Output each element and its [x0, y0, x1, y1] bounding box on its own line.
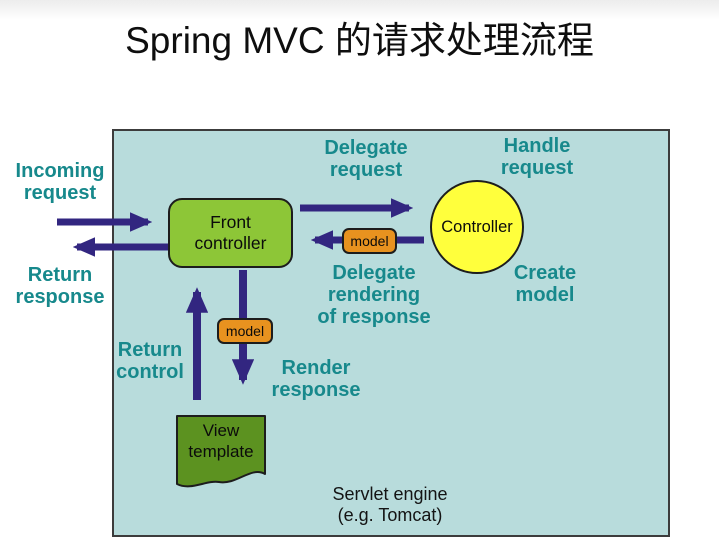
handle-request-label: Handle request — [500, 135, 574, 179]
view-template-label: View template — [188, 421, 254, 461]
delegate-request-label: Delegate request — [324, 137, 408, 181]
view-template-node: View template — [175, 414, 267, 492]
servlet-engine-label: Servlet engine (e.g. Tomcat) — [332, 484, 448, 525]
create-model-label: Create model — [513, 262, 577, 306]
render-response-label: Render response — [271, 357, 361, 401]
model-badge-top: model — [342, 228, 397, 254]
controller-node: Controller — [430, 180, 524, 274]
controller-node-label: Controller — [441, 217, 513, 236]
delegate-rendering-label: Delegate rendering of response — [317, 262, 431, 328]
return-control-label: Return control — [116, 339, 184, 383]
return-response-label: Return response — [15, 264, 105, 308]
slide-title: Spring MVC 的请求处理流程 — [125, 20, 594, 61]
front-controller-node: Front controller — [168, 198, 293, 268]
view-template-shape — [176, 415, 266, 488]
incoming-request-label: Incoming request — [15, 160, 105, 204]
model-badge-bottom: model — [217, 318, 273, 344]
